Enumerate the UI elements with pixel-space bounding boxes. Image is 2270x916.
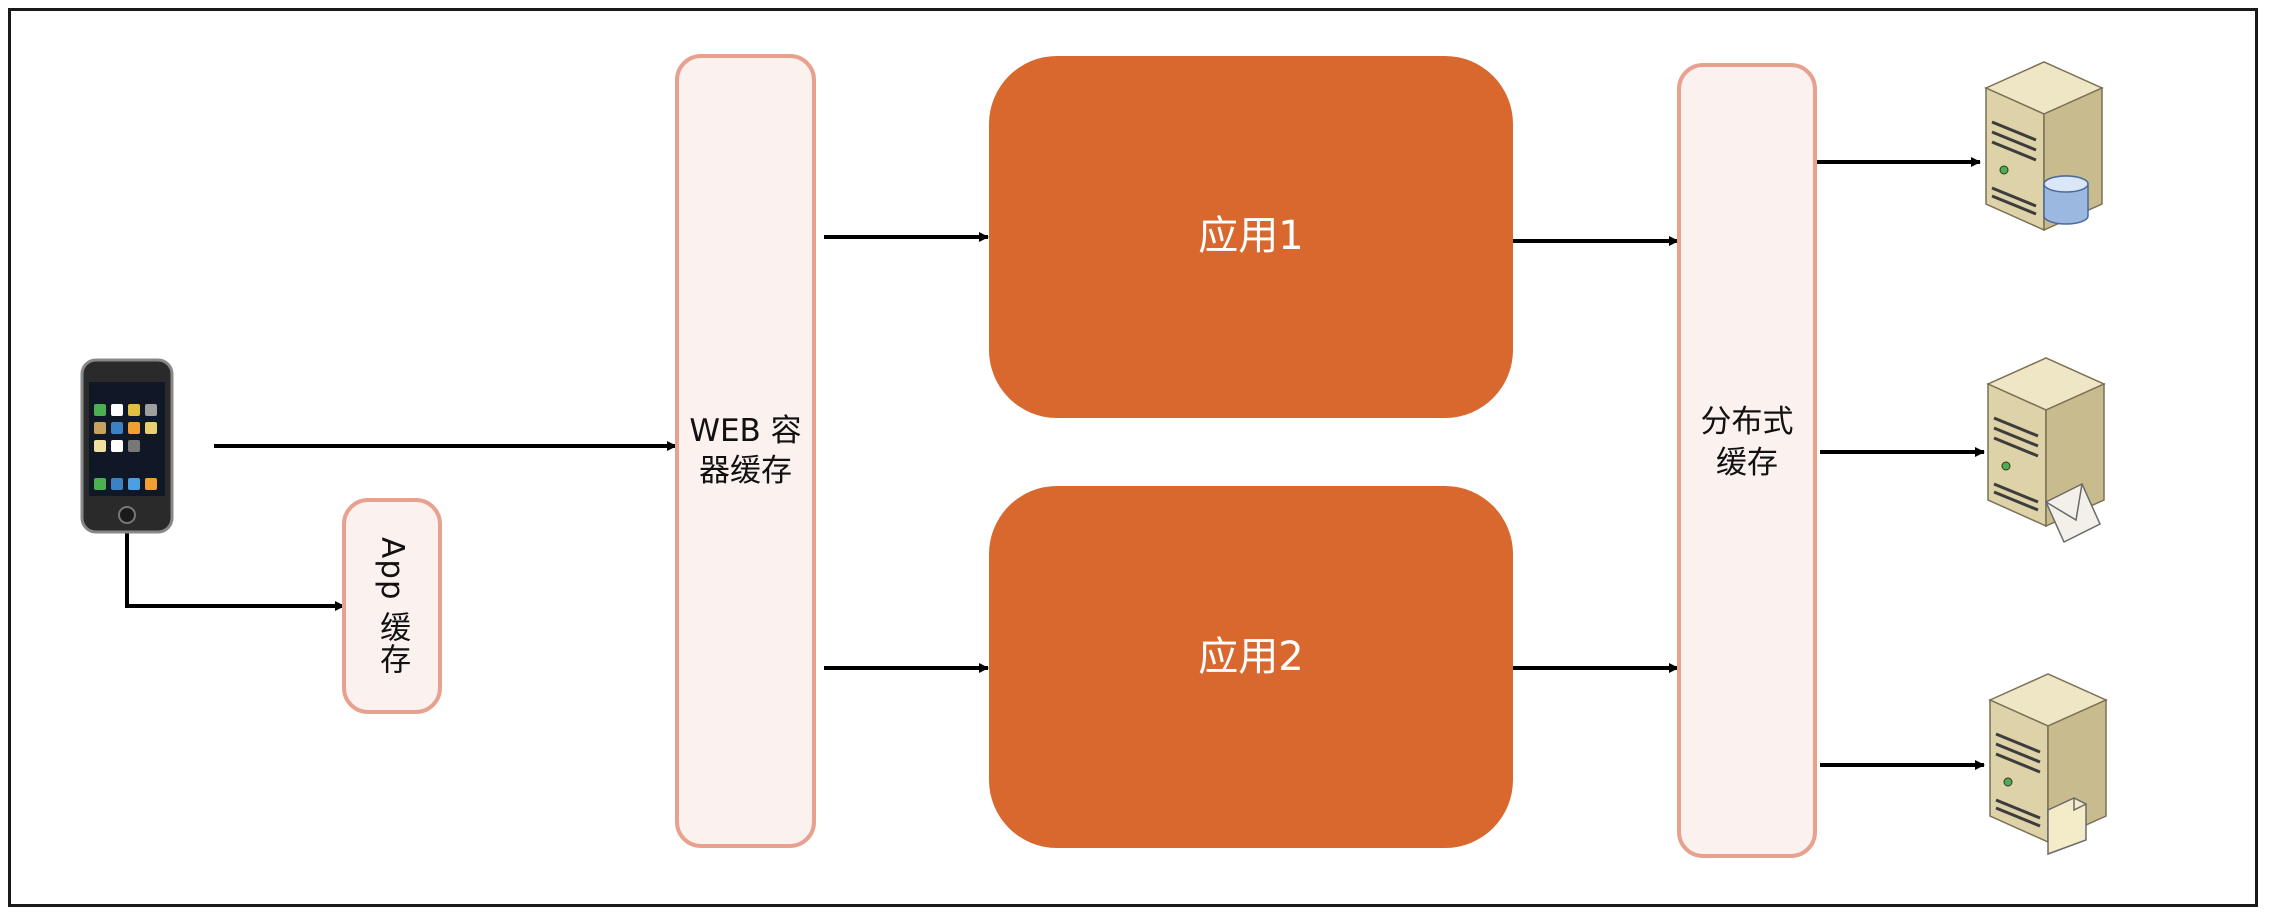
- distributed-cache-label: 分布式缓存: [1700, 404, 1794, 481]
- application-2-label: 应用2: [1198, 634, 1304, 680]
- app-cache-box: App 缓存: [342, 498, 442, 714]
- application-2-box: 应用2: [989, 486, 1513, 848]
- application-1-label: 应用1: [1198, 213, 1304, 259]
- application-1-box: 应用1: [989, 56, 1513, 418]
- web-container-cache-label: WEB 容器缓存: [689, 412, 802, 489]
- mail-server-icon: [1986, 357, 2106, 544]
- arrow-phone-to-app-cache: [125, 532, 345, 611]
- web-container-cache-box: WEB 容器缓存: [675, 54, 816, 848]
- diagram-frame: [8, 8, 2258, 907]
- app-cache-label: App 缓存: [374, 536, 411, 676]
- database-server-icon: [1984, 61, 2104, 232]
- smartphone-icon: [80, 358, 174, 534]
- file-server-icon: [1988, 673, 2108, 856]
- distributed-cache-box: 分布式缓存: [1677, 63, 1817, 858]
